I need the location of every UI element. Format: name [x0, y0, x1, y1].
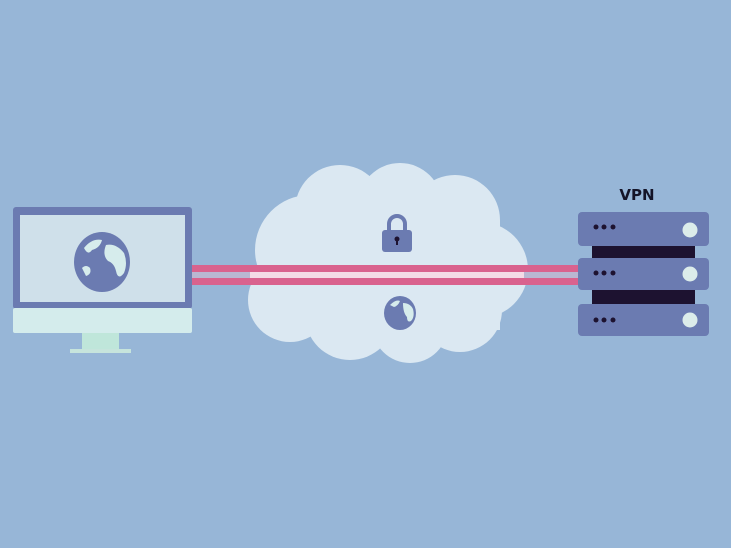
tunnel-line-bottom	[192, 278, 578, 285]
globe-icon	[74, 232, 130, 292]
server-unit	[578, 258, 709, 290]
globe-icon	[384, 296, 416, 330]
server-icon	[578, 212, 709, 336]
server-unit	[578, 304, 709, 336]
tunnel-line-top	[192, 265, 578, 272]
server-unit	[578, 212, 709, 246]
tunnel-lines	[192, 265, 578, 285]
lock-icon	[382, 214, 412, 252]
server-label: VPN	[619, 186, 654, 204]
